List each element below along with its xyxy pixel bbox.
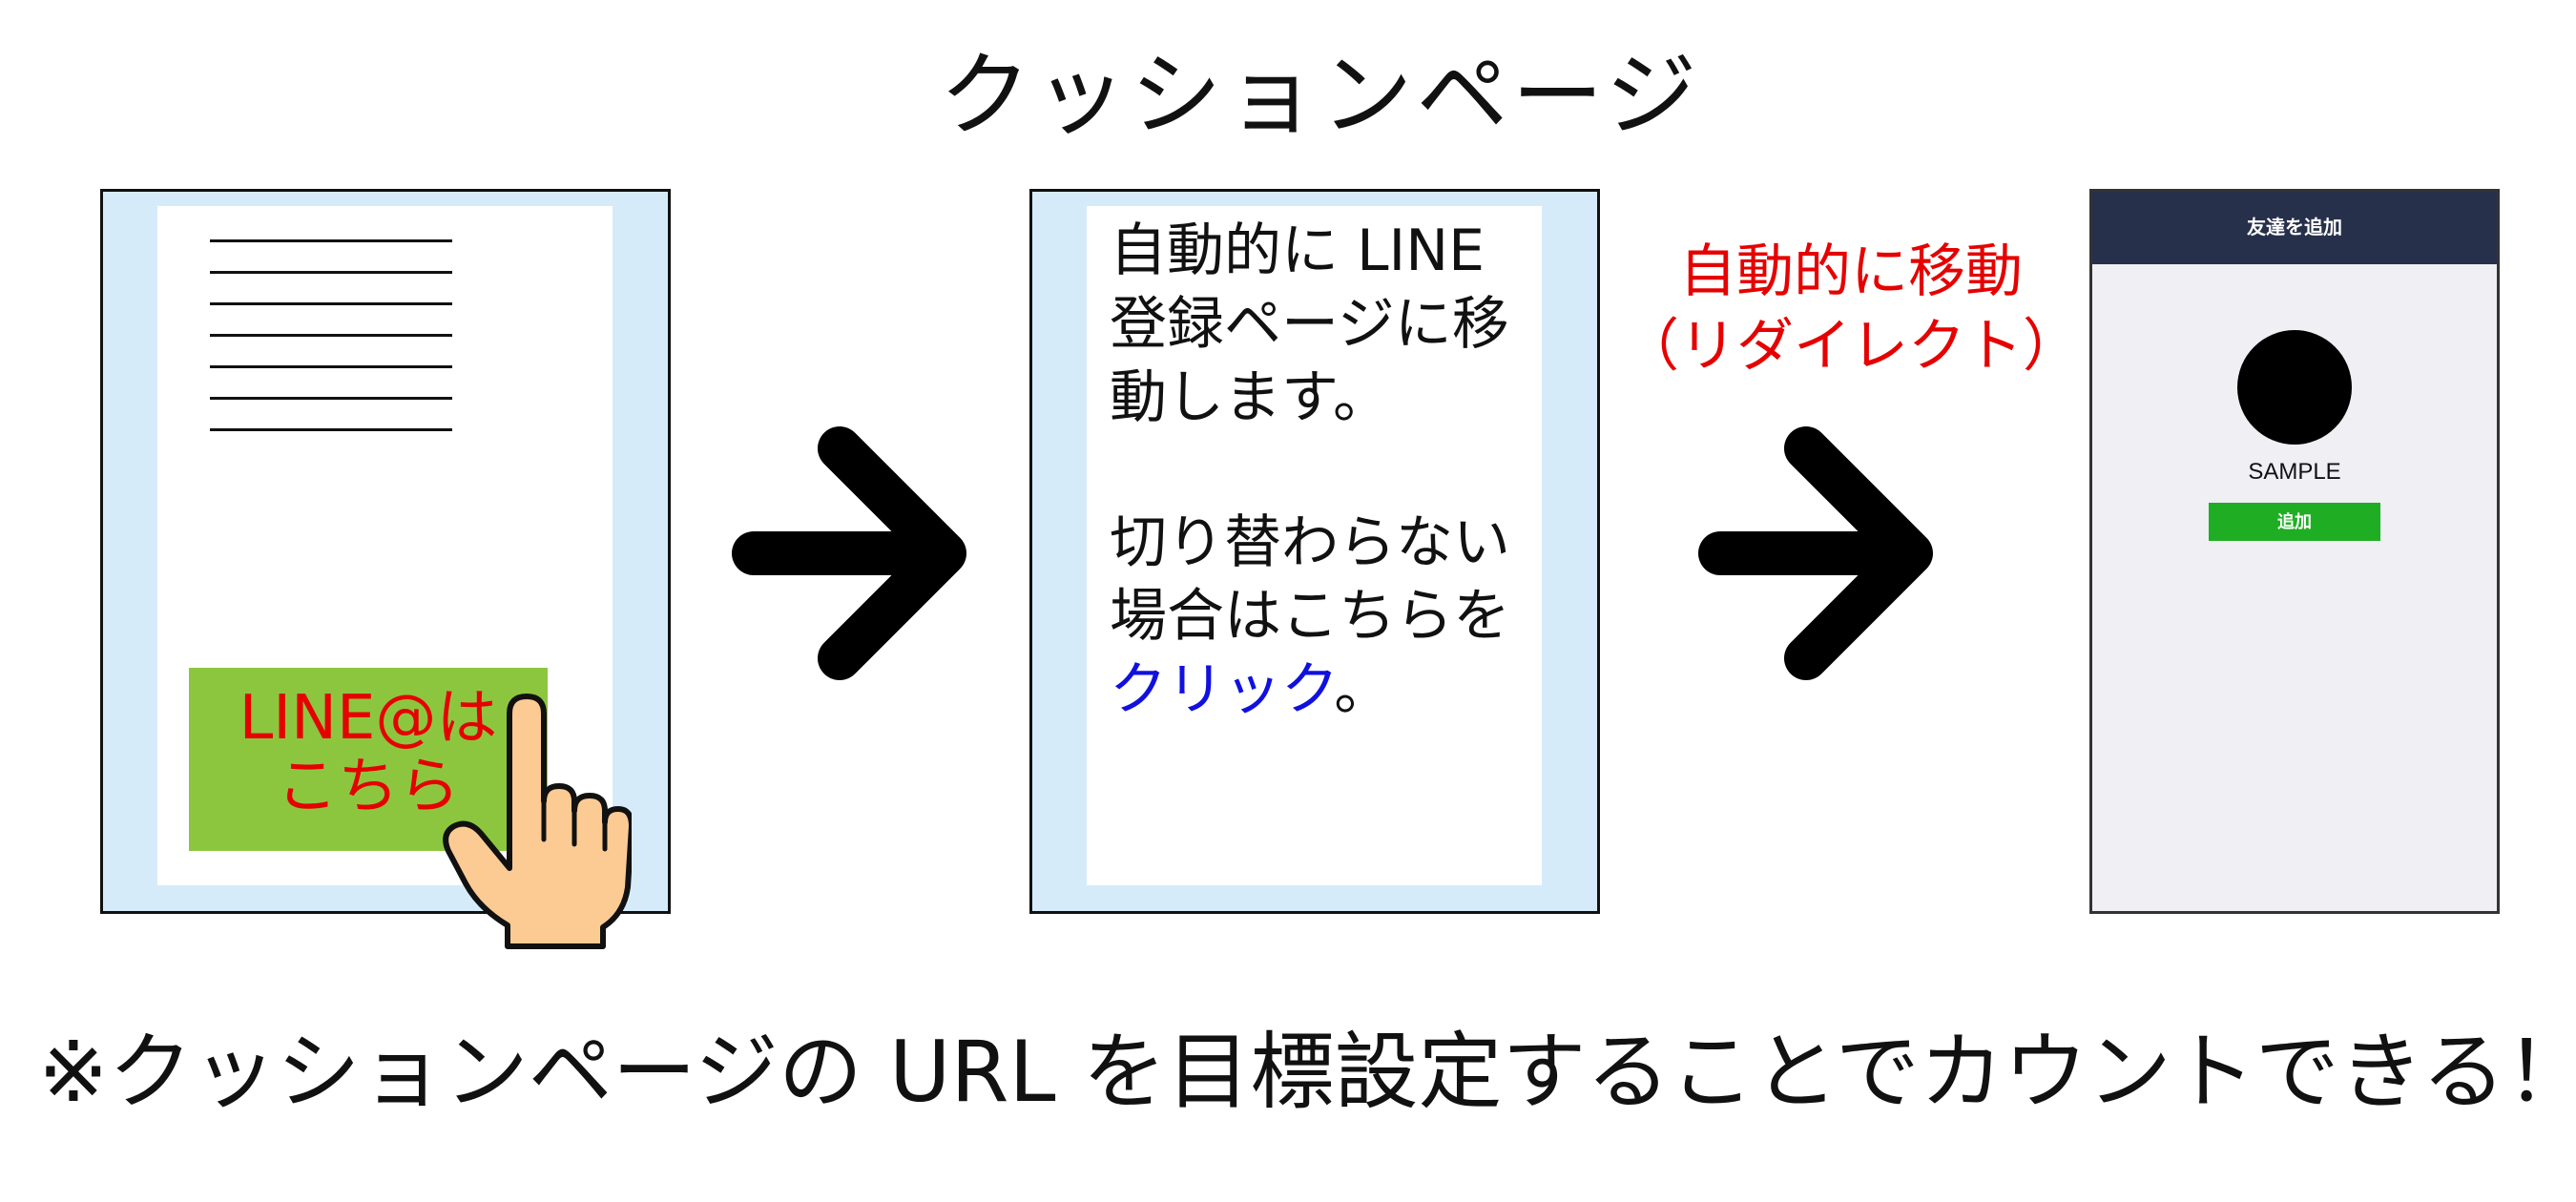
cushion-page-panel: [1029, 189, 1600, 914]
account-name: SAMPLE: [2248, 459, 2341, 485]
add-friend-button[interactable]: 追加: [2209, 503, 2380, 541]
cushion-page-paper: [1087, 206, 1542, 885]
arrow-right-icon: [1698, 426, 1933, 680]
text-lines-placeholder: [210, 239, 452, 449]
text-line: [210, 302, 452, 305]
hand-pointer-icon: [443, 694, 632, 949]
redirect-label-line2: （リダイレクト）: [1622, 313, 2080, 380]
message-line: 自動的に LINE: [1110, 218, 1485, 284]
message-line: 切り替わらない: [1110, 509, 1510, 577]
message-line: 場合はこちらを: [1110, 583, 1510, 651]
line-add-friend-screen: 友達を追加 SAMPLE 追加: [2089, 189, 2500, 914]
text-line: [210, 271, 452, 274]
arrow-right-icon: [732, 426, 966, 680]
phone-header-title: 友達を追加: [2092, 192, 2497, 264]
text-line: [210, 334, 452, 337]
cta-label-line2: こちら: [277, 751, 460, 822]
line-cta-button[interactable]: LINE@は こちら: [189, 668, 548, 851]
diagram-title: クッションページ: [939, 42, 1701, 149]
click-link[interactable]: クリック: [1110, 655, 1335, 723]
avatar: [2237, 330, 2352, 445]
text-line: [210, 397, 452, 400]
cushion-page-message: 自動的に LINE 登録ページに移 動します。 切り替わらない 場合はこちらを …: [1110, 215, 1558, 727]
redirect-label-line1: 自動的に移動: [1679, 238, 2023, 305]
text-line: [210, 428, 452, 431]
link-suffix: 。: [1334, 655, 1392, 723]
footnote: ※クッションページの URL を目標設定することでカウントできる！: [38, 1023, 2576, 1121]
message-line: 登録ページに移: [1110, 290, 1509, 358]
redirect-label: 自動的に移動 （リダイレクト）: [1622, 235, 2080, 383]
cta-label-line1: LINE@は: [239, 683, 498, 754]
text-line: [210, 365, 452, 368]
text-line: [210, 239, 452, 242]
message-line: 動します。: [1110, 363, 1390, 431]
message-line-last: クリック。: [1110, 653, 1558, 727]
